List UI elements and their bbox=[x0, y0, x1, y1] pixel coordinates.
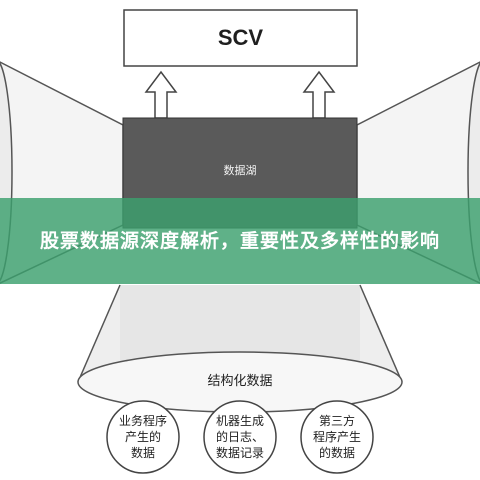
source-label-3-line3: 的数据 bbox=[318, 446, 355, 460]
source-label-3-line1: 第三方 bbox=[318, 414, 355, 428]
source-label-1-line1: 业务程序 bbox=[118, 414, 167, 428]
banner-title: 股票数据源深度解析，重要性及多样性的影响 bbox=[39, 230, 440, 252]
data-lake-label: 数据湖 bbox=[223, 164, 257, 177]
source-label-2: 机器生成 的日志、 数据记录 bbox=[208, 413, 272, 461]
source-label-3-line2: 程序产生 bbox=[312, 430, 361, 444]
source-label-2-line1: 机器生成 bbox=[215, 414, 264, 428]
source-label-1: 业务程序 产生的 数据 bbox=[111, 413, 175, 461]
arrow-up-right bbox=[302, 70, 336, 119]
structured-data-label: 结构化数据 bbox=[207, 374, 273, 389]
source-label-2-line3: 数据记录 bbox=[215, 446, 264, 460]
source-label-2-line2: 的日志、 bbox=[215, 430, 264, 444]
title-banner: 股票数据源深度解析，重要性及多样性的影响 bbox=[0, 198, 480, 284]
source-circle-1 bbox=[106, 400, 180, 474]
source-label-1-line3: 数据 bbox=[130, 446, 155, 460]
source-label-3: 第三方 程序产生 的数据 bbox=[305, 413, 369, 461]
source-circles bbox=[106, 400, 374, 474]
scv-box bbox=[123, 9, 358, 67]
source-circle-3 bbox=[300, 400, 374, 474]
source-label-1-line2: 产生的 bbox=[124, 430, 161, 444]
arrow-up-left bbox=[144, 70, 178, 119]
bottom-cone bbox=[77, 284, 403, 413]
source-circle-2 bbox=[203, 400, 277, 474]
scv-label: SCV bbox=[217, 25, 264, 50]
